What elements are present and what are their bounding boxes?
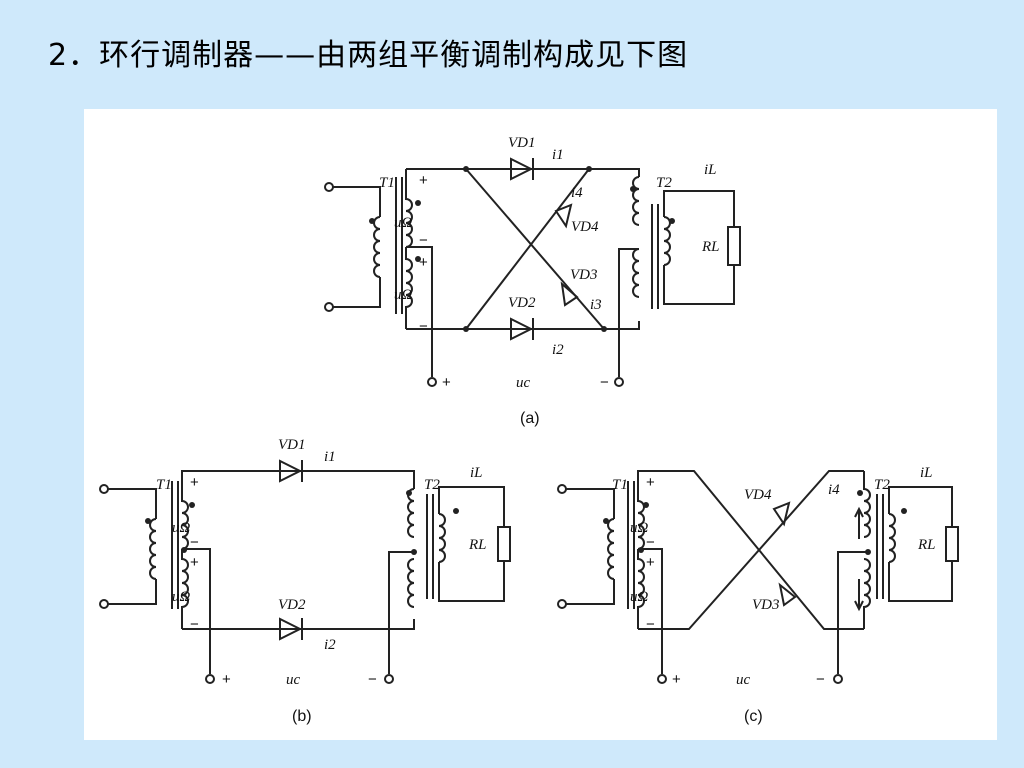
label-i1-a: i1 <box>552 147 564 163</box>
label-i2-a: i2 <box>552 342 564 358</box>
label-plus-b1: + <box>190 474 199 491</box>
label-VD3-a: VD3 <box>570 267 598 283</box>
slide-title: 2．环行调制器——由两组平衡调制构成见下图 <box>48 38 689 73</box>
label-minus-b1: − <box>190 534 199 551</box>
label-uomega-c1: uΩ <box>630 520 649 536</box>
label-uc-b: uc <box>286 672 301 688</box>
label-i4-c: i4 <box>828 482 840 498</box>
label-RL-c: RL <box>917 537 936 553</box>
label-i1-b: i1 <box>324 449 336 465</box>
label-plus-c2: + <box>646 554 655 571</box>
caption-a: (a) <box>520 410 540 427</box>
circuit-c <box>557 470 959 684</box>
label-plus-uc-a: + <box>442 374 451 391</box>
label-uomega-c2: uΩ <box>630 589 649 605</box>
label-minus-uc-a: − <box>600 374 609 391</box>
label-VD4-a: VD4 <box>571 219 599 235</box>
label-T1-a: T1 <box>379 175 395 191</box>
circuit-figure-panel: T1 + uΩ − + uΩ − VD1 i1 i4 VD4 VD3 i3 VD… <box>84 109 997 740</box>
label-plus-a1: + <box>419 172 428 189</box>
label-minus-uc-c: − <box>816 671 825 688</box>
label-plus-b2: + <box>190 554 199 571</box>
label-uomega-a1: uΩ <box>394 215 413 231</box>
label-minus-a1: − <box>419 232 428 249</box>
label-T2-c: T2 <box>874 477 890 493</box>
caption-b: (b) <box>292 708 312 725</box>
label-iL-b: iL <box>470 465 483 481</box>
label-VD2-b: VD2 <box>278 597 306 613</box>
caption-c: (c) <box>744 708 763 725</box>
label-minus-c1: − <box>646 534 655 551</box>
label-plus-uc-c: + <box>672 671 681 688</box>
label-VD2-a: VD2 <box>508 295 536 311</box>
label-plus-a2: + <box>419 254 428 271</box>
label-T2-b: T2 <box>424 477 440 493</box>
label-VD1-a: VD1 <box>508 135 536 151</box>
label-T1-b: T1 <box>156 477 172 493</box>
label-VD3-c: VD3 <box>752 597 780 613</box>
label-iL-c: iL <box>920 465 933 481</box>
label-minus-c2: − <box>646 616 655 633</box>
label-uc-c: uc <box>736 672 751 688</box>
label-uomega-a2: uΩ <box>394 287 413 303</box>
label-minus-a2: − <box>419 318 428 335</box>
label-plus-uc-b: + <box>222 671 231 688</box>
label-uc-a: uc <box>516 375 531 391</box>
label-plus-c1: + <box>646 474 655 491</box>
label-i2-b: i2 <box>324 637 336 653</box>
ring-modulator-diagram: T1 + uΩ − + uΩ − VD1 i1 i4 VD4 VD3 i3 VD… <box>99 135 959 725</box>
label-iL-a: iL <box>704 162 717 178</box>
label-VD1-b: VD1 <box>278 437 306 453</box>
label-i4-a: i4 <box>571 185 583 201</box>
label-RL-a: RL <box>701 239 720 255</box>
label-i3-a: i3 <box>590 297 602 313</box>
label-minus-b2: − <box>190 616 199 633</box>
label-minus-uc-b: − <box>368 671 377 688</box>
circuit-b <box>99 459 511 684</box>
label-uomega-b2: uΩ <box>172 589 191 605</box>
circuit-a <box>324 157 741 387</box>
label-T1-c: T1 <box>612 477 628 493</box>
label-RL-b: RL <box>468 537 487 553</box>
label-uomega-b1: uΩ <box>172 520 191 536</box>
label-VD4-c: VD4 <box>744 487 772 503</box>
label-T2-a: T2 <box>656 175 672 191</box>
